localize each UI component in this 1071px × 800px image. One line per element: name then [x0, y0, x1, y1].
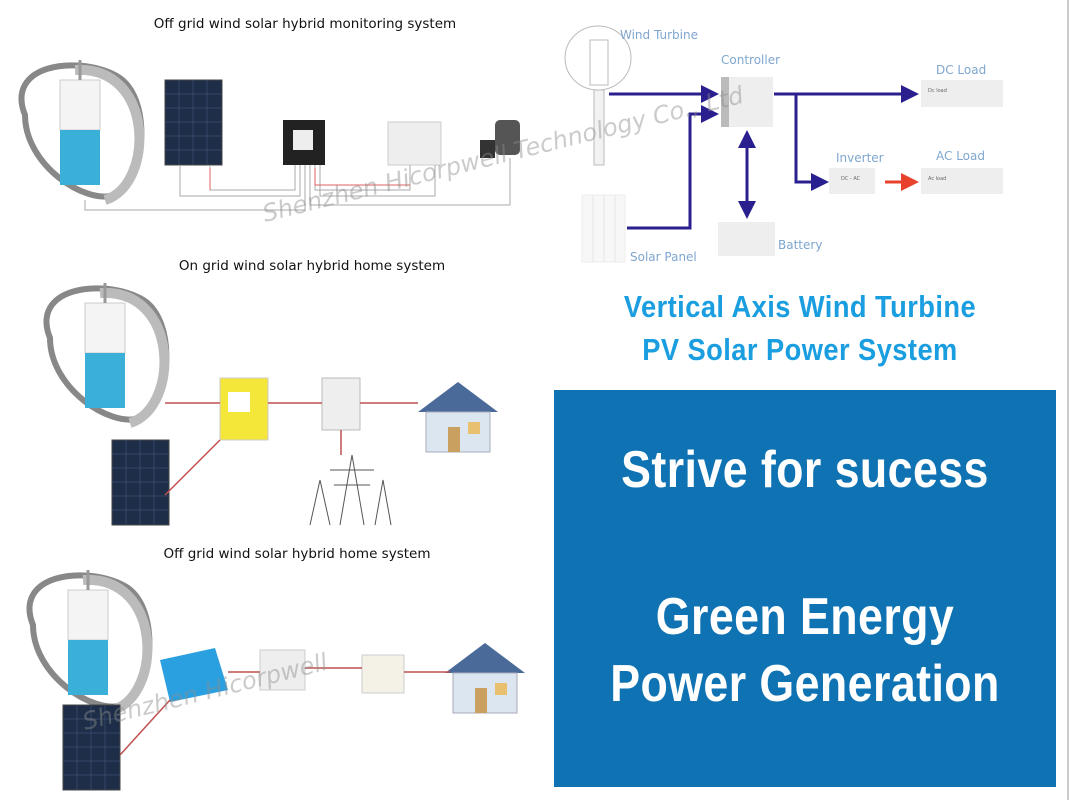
dc-load-box: [921, 80, 1003, 107]
label-inverter: Inverter: [836, 151, 884, 165]
slogan-line-3: Power Generation: [610, 655, 1000, 713]
slogan-line-1: Strive for sucess: [621, 441, 989, 499]
label-dc-load: DC Load: [936, 63, 986, 77]
inverter-inner-label: DC - AC: [841, 176, 861, 182]
controller-icon: [361, 654, 405, 694]
off-grid-home-system-diagram: Off grid wind solar hybrid home system: [29, 546, 526, 791]
inverter-icon: [160, 648, 228, 702]
power-pylon-icon: [309, 454, 392, 526]
monitoring-system-diagram: Off grid wind solar hybrid monitoring sy…: [21, 16, 520, 211]
power-flow-diagram: Wind Turbine Solar Panel Controller DC L…: [564, 25, 1003, 264]
slogan-line-2: Green Energy: [655, 588, 955, 646]
solar-panel-icon: [164, 79, 223, 166]
ac-load-inner-label: Ac load: [928, 176, 946, 182]
watermark: Shenzhen Hicorpwell Technology Co., Ltd: [260, 81, 747, 228]
label-controller: Controller: [721, 53, 780, 67]
camera-icon: [480, 120, 520, 158]
label-wind-turbine: Wind Turbine: [620, 28, 698, 42]
solar-panel-icon: [581, 194, 626, 263]
ac-load-box: [921, 168, 1003, 194]
inverter-box: [829, 168, 875, 194]
house-icon: [444, 642, 526, 714]
section-title: Off grid wind solar hybrid monitoring sy…: [154, 16, 456, 32]
headline-line-2: PV Solar Power System: [642, 332, 958, 367]
on-grid-system-diagram: On grid wind solar hybrid home system: [46, 258, 499, 526]
controller-icon: [283, 120, 325, 165]
battery-icon: [387, 121, 442, 166]
controller-box: [721, 77, 773, 127]
label-ac-load: AC Load: [936, 149, 985, 163]
label-solar-panel: Solar Panel: [630, 250, 697, 264]
wind-turbine-icon: [29, 570, 149, 710]
wind-turbine-icon: [564, 25, 632, 166]
section-title: On grid wind solar hybrid home system: [179, 258, 445, 274]
section-title: Off grid wind solar hybrid home system: [164, 546, 431, 562]
battery-box: [718, 222, 775, 256]
house-icon: [417, 381, 499, 453]
dc-load-inner-label: Dc load: [928, 88, 947, 94]
wind-turbine-icon: [46, 283, 166, 423]
slogan-banner: Strive for sucess Green Energy Power Gen…: [554, 390, 1056, 787]
grid-controller-icon: [219, 377, 269, 441]
flow-arrows: [609, 85, 919, 230]
label-battery: Battery: [778, 238, 822, 252]
wind-turbine-icon: [21, 60, 141, 200]
battery-icon: [259, 649, 306, 691]
headline-line-1: Vertical Axis Wind Turbine: [623, 289, 977, 324]
solar-panel-icon: [111, 439, 170, 526]
inverter-icon: [321, 377, 361, 431]
